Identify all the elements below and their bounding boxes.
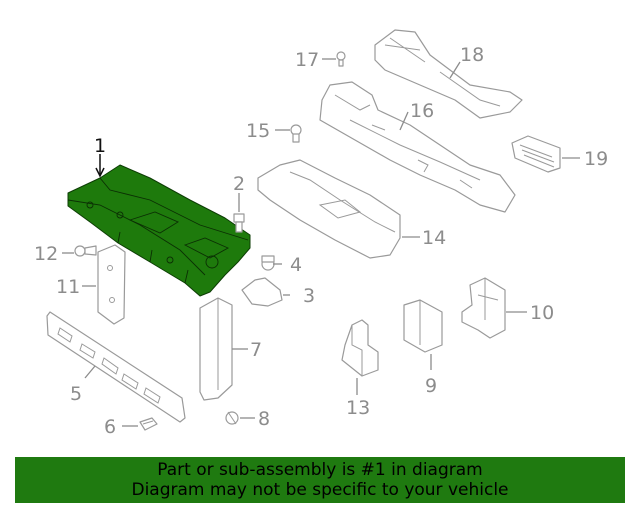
- callout-19[interactable]: 19: [584, 148, 608, 170]
- callout-15[interactable]: 15: [246, 120, 270, 142]
- part-10-bracket[interactable]: [461, 277, 506, 339]
- part-18-duct[interactable]: [374, 29, 523, 119]
- part-7-panel[interactable]: [199, 297, 233, 401]
- callout-6[interactable]: 6: [104, 416, 116, 438]
- callout-17[interactable]: 17: [295, 49, 319, 71]
- parts-diagram: 1 2 3 4 5 6 7 8 9 10 11 12 13 14 15 16 1…: [34, 29, 608, 438]
- part-19-grille[interactable]: [511, 135, 561, 173]
- leader-lines: [62, 58, 580, 427]
- part-5-plate[interactable]: [46, 311, 186, 423]
- part-4-clip[interactable]: [261, 255, 275, 271]
- callout-4[interactable]: 4: [290, 254, 302, 276]
- callout-3[interactable]: 3: [303, 285, 315, 307]
- callout-9[interactable]: 9: [425, 375, 437, 397]
- part-16-console[interactable]: [319, 81, 516, 213]
- banner-line-1: Part or sub-assembly is #1 in diagram: [157, 460, 483, 480]
- part-6-screw[interactable]: [139, 417, 158, 431]
- part-13-connector[interactable]: [341, 319, 379, 377]
- part-15-screw[interactable]: [290, 124, 302, 143]
- part-11-bracket[interactable]: [97, 244, 126, 325]
- callout-2[interactable]: 2: [233, 173, 245, 195]
- callout-12[interactable]: 12: [34, 243, 58, 265]
- part-17-screw[interactable]: [336, 51, 346, 67]
- part-14-console[interactable]: [257, 159, 401, 259]
- info-banner: Part or sub-assembly is #1 in diagram Di…: [15, 457, 625, 503]
- part-9-module[interactable]: [403, 299, 443, 353]
- part-8-screw[interactable]: [225, 411, 239, 425]
- callout-8[interactable]: 8: [258, 408, 270, 430]
- banner-line-2: Diagram may not be specific to your vehi…: [131, 480, 509, 500]
- callout-18[interactable]: 18: [460, 44, 484, 66]
- part-2-bolt[interactable]: [233, 213, 245, 233]
- callout-14[interactable]: 14: [422, 227, 446, 249]
- callout-11[interactable]: 11: [56, 276, 80, 298]
- part-12-bolt[interactable]: [74, 245, 97, 257]
- callout-5[interactable]: 5: [70, 383, 82, 405]
- part-3-pad[interactable]: [241, 277, 283, 307]
- part-1-bracket[interactable]: [67, 164, 251, 297]
- callout-10[interactable]: 10: [530, 302, 554, 324]
- callout-1[interactable]: 1: [94, 135, 106, 157]
- callout-13[interactable]: 13: [346, 397, 370, 419]
- callout-16[interactable]: 16: [410, 100, 434, 122]
- callout-7[interactable]: 7: [250, 339, 262, 361]
